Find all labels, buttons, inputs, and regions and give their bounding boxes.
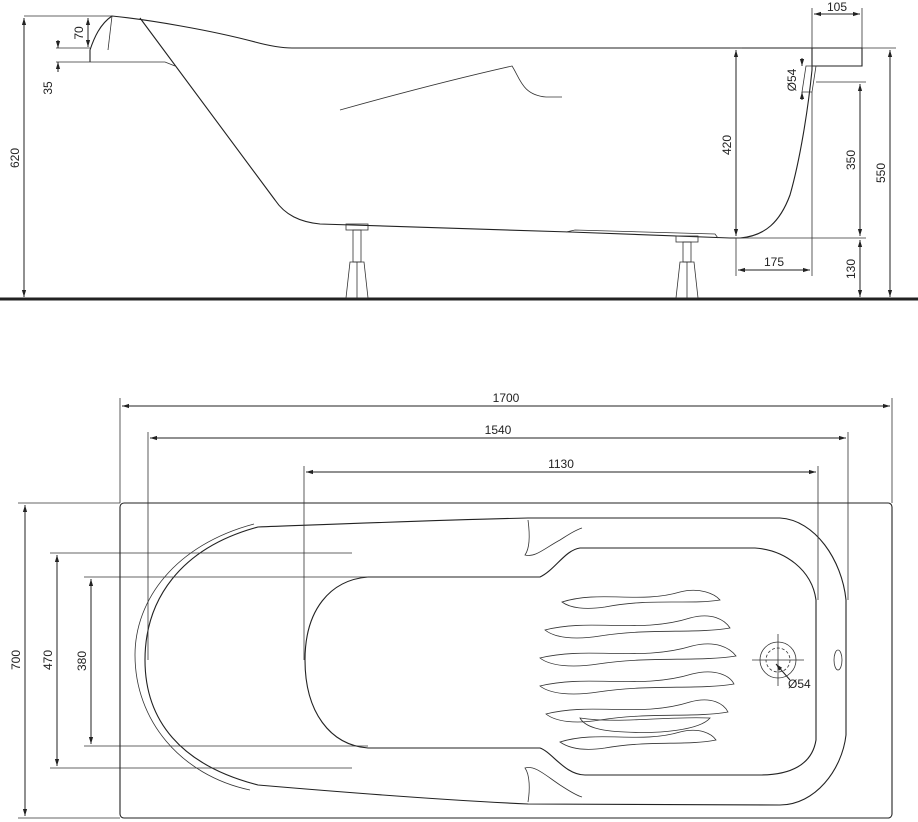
anti-slip-pattern [539,589,737,750]
dim-overall-length: 1700 [493,391,520,405]
overflow-slot [833,649,843,671]
dim-total-height: 620 [8,148,22,168]
side-view: 620 70 35 105 Ø54 420 350 550 [0,0,918,301]
dim-overflow-diameter: Ø54 [785,68,799,91]
dim-rim-70: 70 [72,26,86,40]
dim-right-rim-width: 105 [827,0,847,14]
tub-inner-rim [144,517,847,806]
dim-right-height-350: 350 [844,150,858,170]
dim-rim-35: 35 [41,81,55,95]
dim-bottom-offset: 175 [764,255,784,269]
headrest-edge [107,15,113,51]
overflow-hole [801,65,817,93]
armrest-top [524,519,583,556]
right-rim [812,47,863,67]
dim-bottom-clearance: 130 [844,259,858,279]
tub-side-outline [89,15,813,239]
tub-floor [304,547,817,776]
dim-drain-diameter: Ø54 [788,677,811,691]
dim-overall-width: 700 [9,650,23,670]
leg-right [675,235,699,299]
headrest-lip [90,61,176,67]
tub-top-outline [119,502,893,819]
dim-inner-length: 1540 [485,423,512,437]
top-view: 1700 1540 1130 700 470 380 Ø54 [9,391,893,819]
head-curve [134,523,255,791]
leg-left [345,223,369,299]
dim-bottom-width: 380 [75,651,89,671]
dim-bottom-length: 1130 [548,457,574,471]
bottom-channel [565,229,719,239]
dim-right-height-550: 550 [874,163,888,183]
drain [752,634,804,686]
dim-inner-width: 470 [41,650,55,670]
dim-inner-depth: 420 [720,135,734,155]
armrest-line [339,65,562,111]
armrest-bottom [524,767,583,803]
